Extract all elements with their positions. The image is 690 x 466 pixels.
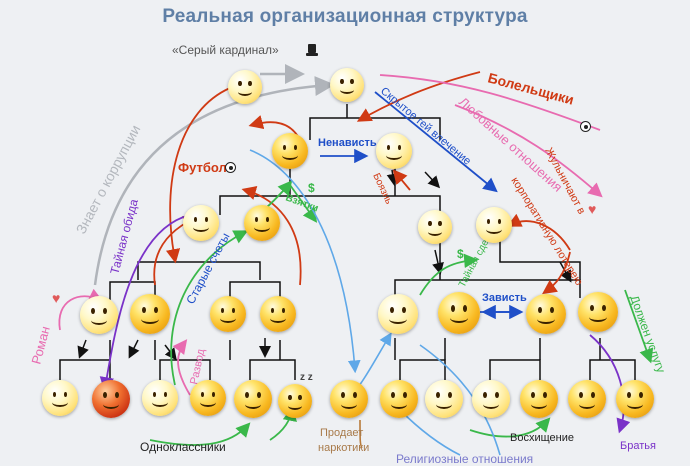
green-arrows bbox=[149, 180, 654, 446]
soccer-ball-icon bbox=[225, 162, 236, 173]
smiley-icon bbox=[418, 210, 452, 244]
money-marks: $ $ bbox=[308, 181, 464, 261]
smiley-icon bbox=[278, 384, 312, 418]
red-arrows bbox=[153, 71, 571, 295]
money-sign-2: $ bbox=[457, 247, 464, 261]
smiley-icon bbox=[476, 207, 512, 243]
sleep-marks: z z bbox=[300, 372, 313, 383]
label-romance: Роман bbox=[28, 325, 53, 366]
pink-arrows bbox=[58, 74, 603, 396]
smiley-icon bbox=[142, 380, 178, 416]
label-brothers: Братья bbox=[620, 440, 656, 452]
label-sells-drugs-2: наркотики bbox=[318, 442, 370, 454]
smiley-icon bbox=[210, 296, 246, 332]
label-religious: Религиозные отношения bbox=[396, 452, 533, 466]
smiley-icon bbox=[92, 380, 130, 418]
smiley-icon bbox=[260, 296, 296, 332]
label-gray-cardinal: «Серый кардинал» bbox=[172, 43, 279, 57]
smiley-icon bbox=[330, 68, 364, 102]
smiley-icon bbox=[616, 380, 654, 418]
label-secret-grudge: Тайная обида bbox=[107, 197, 141, 276]
smiley-icon bbox=[438, 292, 480, 334]
smiley-icon bbox=[272, 133, 308, 169]
smiley-icon bbox=[578, 292, 618, 332]
smiley-icon bbox=[472, 380, 510, 418]
label-admiration: Восхищение bbox=[510, 432, 574, 444]
smiley-icon bbox=[378, 294, 418, 334]
smiley-icon bbox=[380, 380, 418, 418]
label-envy: Зависть bbox=[482, 292, 527, 304]
tree-lines bbox=[59, 104, 636, 380]
smiley-icon bbox=[80, 296, 118, 334]
smiley-icon bbox=[190, 380, 226, 416]
smiley-icon bbox=[376, 133, 412, 169]
top-hat-icon bbox=[306, 44, 318, 56]
heart-icon: ♥ bbox=[52, 290, 61, 306]
blue-arrows bbox=[320, 91, 524, 320]
smiley-icon bbox=[42, 380, 78, 416]
label-fans: Болельщики bbox=[486, 69, 575, 107]
violet-arrows bbox=[99, 214, 631, 434]
gray-arrows bbox=[93, 64, 335, 286]
label-hatred: Ненависть bbox=[318, 137, 377, 149]
tan-arrows bbox=[359, 419, 363, 449]
label-classmates: Одноклассники bbox=[140, 440, 226, 454]
smiley-icon bbox=[425, 380, 463, 418]
page-title: Реальная организационная структура bbox=[162, 6, 528, 27]
smiley-icon bbox=[568, 380, 606, 418]
label-sells-drugs-1: Продает bbox=[320, 427, 364, 439]
smiley-icon bbox=[228, 70, 262, 104]
smiley-icon bbox=[520, 380, 558, 418]
smiley-icon bbox=[234, 380, 272, 418]
smiley-icon bbox=[130, 294, 170, 334]
smiley-icon bbox=[244, 205, 280, 241]
smiley-icon bbox=[526, 294, 566, 334]
soccer-ball-icon bbox=[580, 121, 591, 132]
label-fear: Боязнь bbox=[370, 172, 394, 206]
label-football: Футбол bbox=[178, 160, 227, 175]
heart-icon: ♥ bbox=[588, 201, 597, 217]
money-sign-1: $ bbox=[308, 181, 315, 195]
smiley-icon bbox=[330, 380, 368, 418]
smiley-icon bbox=[183, 205, 219, 241]
label-owes-favor: Должен услугу bbox=[627, 293, 668, 374]
label-old-scores: Старые счеты bbox=[183, 230, 232, 306]
